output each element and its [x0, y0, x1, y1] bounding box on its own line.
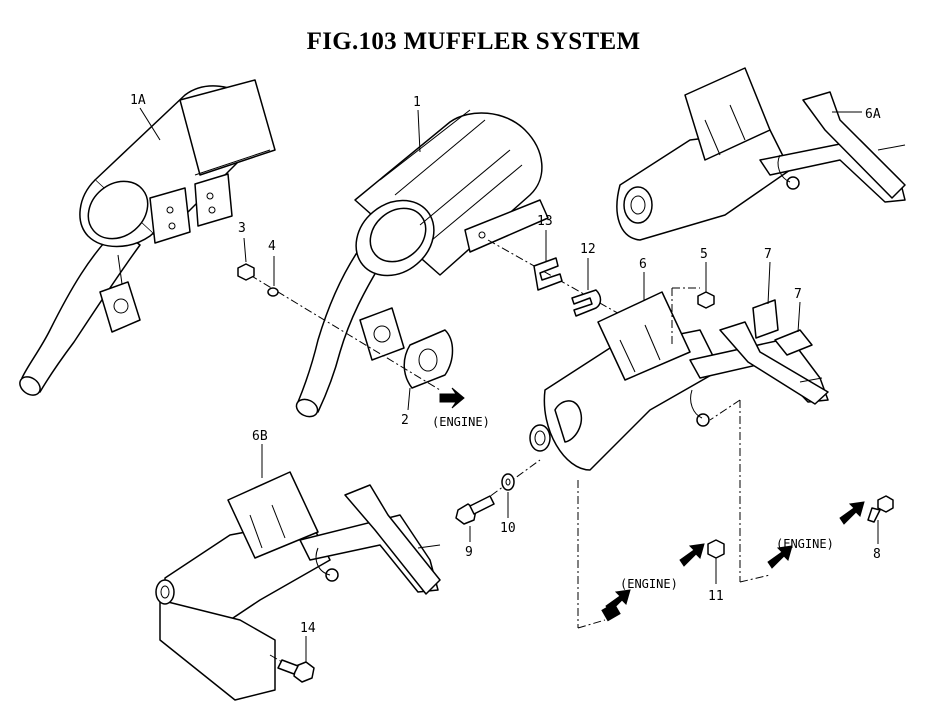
engine-arrow-left: [601, 589, 631, 622]
engine-label-right: (ENGINE): [776, 537, 834, 551]
engine-label-left: (ENGINE): [620, 577, 678, 591]
washer-10: [501, 473, 515, 491]
bracket-6a: [616, 67, 906, 241]
washer-4: [267, 287, 279, 297]
callout-14: 14: [300, 621, 316, 636]
callout-1: 1: [413, 95, 421, 110]
callout-6: 6: [639, 257, 647, 272]
nut-3: [237, 263, 255, 281]
muffler-1: [295, 109, 549, 418]
callout-8: 8: [873, 547, 881, 562]
callout-7-upper: 7: [764, 247, 772, 262]
figure-title: FIG.103 MUFFLER SYSTEM: [306, 28, 641, 55]
callout-7-lower: 7: [794, 287, 802, 302]
callout-12: 12: [580, 242, 596, 257]
callout-13: 13: [537, 214, 553, 229]
bolt-8: [867, 495, 894, 523]
bracket-6: [529, 291, 829, 471]
callout-1a: 1A: [130, 93, 146, 108]
muffler-1a: [19, 79, 276, 396]
bracket-6b: [155, 471, 441, 701]
callout-6a: 6A: [865, 107, 881, 122]
pad-7-lower: [774, 329, 813, 356]
bolt-9: [455, 495, 495, 525]
callout-3: 3: [238, 221, 246, 236]
nut-11: [707, 539, 725, 559]
callout-4: 4: [268, 239, 276, 254]
bolt-14: [277, 659, 315, 683]
pad-7-upper: [752, 299, 779, 339]
clip-12: [571, 289, 602, 317]
bolt-5: [697, 291, 715, 309]
callout-2: 2: [401, 413, 409, 428]
callout-10: 10: [500, 521, 516, 536]
gasket-2: [403, 329, 454, 389]
callout-9: 9: [465, 545, 473, 560]
callout-6b: 6B: [252, 429, 268, 444]
engine-label-muffler: (ENGINE): [432, 415, 490, 429]
callout-11: 11: [708, 589, 724, 604]
engine-arrow-right: [767, 545, 793, 569]
callout-5: 5: [700, 247, 708, 262]
clip-13: [533, 257, 563, 291]
